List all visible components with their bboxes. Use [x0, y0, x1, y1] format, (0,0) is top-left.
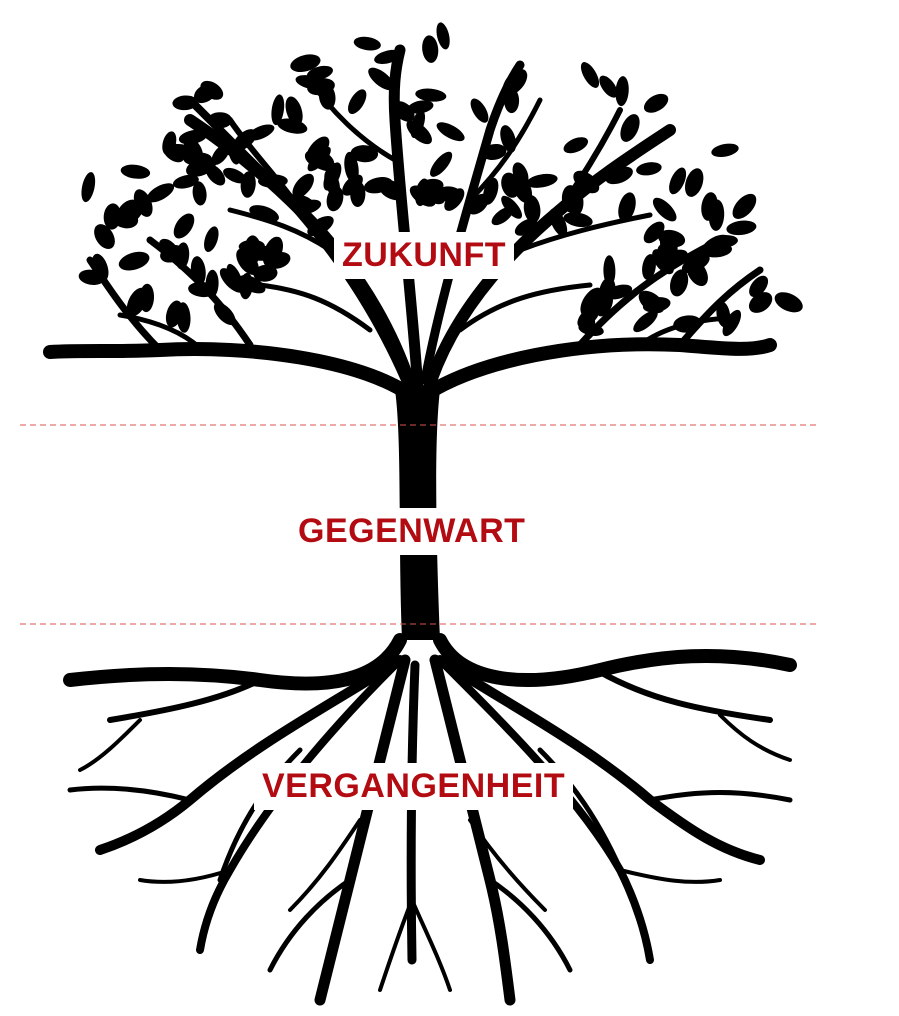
- leaf: [306, 136, 330, 163]
- leaf: [183, 137, 204, 163]
- leaf: [173, 213, 195, 239]
- leaf: [81, 172, 96, 203]
- leaf: [670, 269, 689, 297]
- leaf: [523, 195, 541, 223]
- leaf: [633, 310, 658, 333]
- leaf: [285, 96, 303, 126]
- leaf: [186, 156, 217, 177]
- leaf: [117, 199, 138, 220]
- leaf: [638, 290, 665, 314]
- leaf: [290, 54, 321, 72]
- leaf: [342, 174, 363, 196]
- leaf: [701, 192, 718, 221]
- leaf: [618, 192, 636, 222]
- label-future: ZUKUNFT: [334, 232, 515, 280]
- leaf: [162, 141, 185, 163]
- leaf: [271, 94, 285, 126]
- leaf: [253, 264, 278, 282]
- leaf: [350, 145, 379, 163]
- leaf: [681, 253, 710, 274]
- leaf: [643, 221, 665, 244]
- leaf: [353, 36, 381, 51]
- leaf: [239, 272, 253, 300]
- leaf: [748, 292, 773, 313]
- leaf: [363, 177, 393, 194]
- leaf: [563, 137, 589, 154]
- leaf: [577, 305, 600, 328]
- leaf: [368, 67, 395, 91]
- leaf: [406, 120, 432, 145]
- leaf: [620, 114, 640, 142]
- leaf: [652, 197, 677, 222]
- leaf: [146, 183, 175, 203]
- leaf: [642, 254, 656, 280]
- label-present: GEGENWART: [290, 508, 534, 556]
- leaf: [514, 218, 538, 236]
- leaf: [636, 162, 662, 176]
- leaf: [711, 143, 739, 158]
- leaf: [599, 75, 618, 98]
- leaf: [643, 93, 669, 113]
- leaf: [669, 167, 687, 195]
- leaf: [324, 169, 340, 197]
- leaf: [501, 172, 520, 198]
- leaf: [407, 100, 434, 114]
- leaf: [580, 62, 600, 88]
- leaf: [422, 35, 439, 63]
- leaf: [172, 174, 199, 189]
- leaf: [598, 277, 616, 307]
- leaf: [193, 83, 217, 104]
- leaf: [292, 194, 317, 211]
- leaf: [118, 251, 150, 271]
- leaf: [749, 275, 769, 298]
- leaf: [120, 164, 151, 179]
- leaf: [192, 181, 207, 206]
- leaf: [684, 168, 704, 197]
- leaf: [659, 230, 678, 260]
- leaf: [615, 76, 629, 107]
- leaf: [430, 151, 453, 177]
- leaf: [436, 22, 450, 50]
- leaf: [415, 88, 447, 102]
- label-past: VERGANGENHEIT: [254, 763, 574, 811]
- leaf: [409, 185, 436, 207]
- tree-branches: [43, 44, 777, 402]
- leaf: [244, 235, 261, 265]
- leaf: [526, 173, 558, 188]
- leaf: [722, 309, 742, 337]
- leaf: [139, 283, 155, 313]
- leaf: [94, 224, 115, 250]
- tree-roots: [63, 633, 797, 1006]
- leaf: [204, 226, 219, 252]
- leaf: [223, 167, 247, 184]
- leaf: [348, 89, 367, 115]
- leaf: [732, 193, 757, 219]
- leaf: [176, 302, 191, 333]
- leaf: [226, 263, 244, 292]
- leaf: [277, 118, 308, 134]
- leaf: [292, 173, 314, 198]
- leaf: [435, 186, 461, 202]
- leaf: [436, 122, 465, 142]
- leaf: [563, 212, 593, 228]
- leaf: [470, 98, 489, 123]
- leaf: [501, 195, 523, 219]
- leaf: [726, 220, 757, 236]
- leaf: [774, 292, 803, 313]
